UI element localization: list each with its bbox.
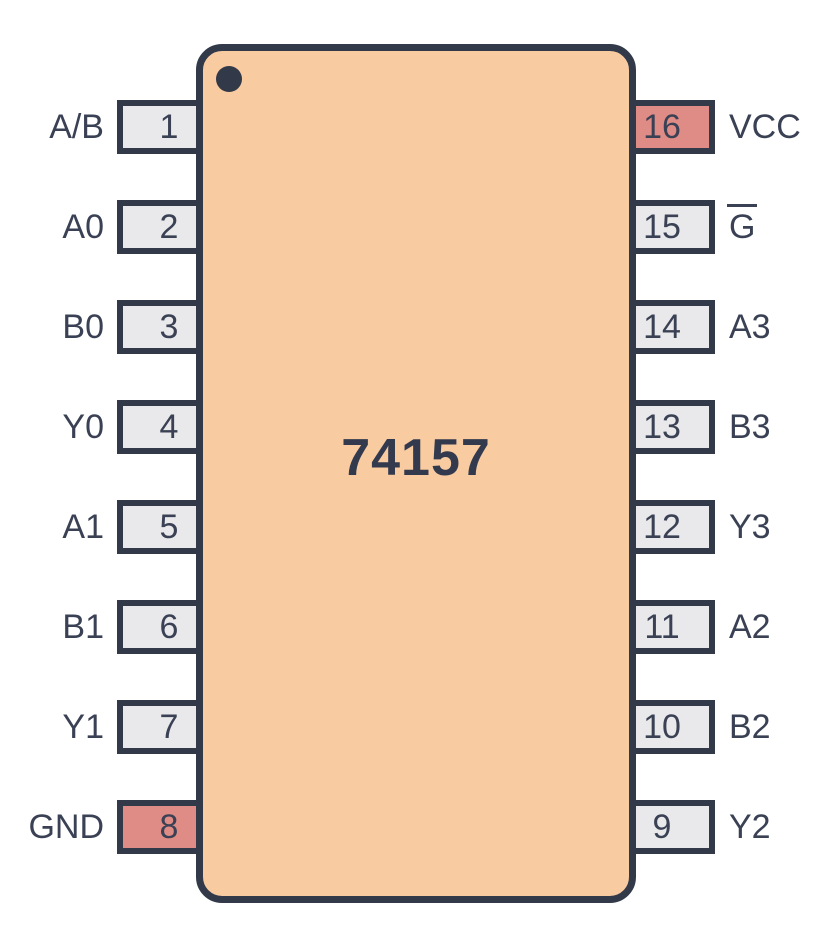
pin-5-label: A1	[62, 507, 104, 546]
pin1-indicator-dot	[216, 66, 242, 92]
pin-13-label: B3	[729, 407, 771, 446]
pin-14-label: A3	[729, 307, 771, 346]
pin-15-row: 15 G	[629, 200, 758, 254]
pin-9-number-box: 9	[629, 800, 715, 854]
pin-6-number-box: 6	[117, 600, 203, 654]
pin-2-number-box: 2	[117, 200, 203, 254]
pin-13-number-box: 13	[629, 400, 715, 454]
pin-5-number-box: 5	[117, 500, 203, 554]
pin-13-row: 13 B3	[629, 400, 771, 454]
pin-15-label: G	[726, 204, 758, 246]
chip-part-number: 74157	[341, 429, 491, 487]
pin-11-label: A2	[729, 607, 771, 646]
pin-9-label: Y2	[729, 807, 771, 846]
pin-3-label: B0	[62, 307, 104, 346]
pin-4-number-box: 4	[117, 400, 203, 454]
pin-15-number-box: 15	[629, 200, 715, 254]
pin-2-row: A0 2	[0, 200, 203, 254]
pin-12-row: 12 Y3	[629, 500, 771, 554]
pin-7-row: Y1 7	[0, 700, 203, 754]
pin-1-label: A/B	[49, 107, 104, 146]
pin-12-number-box: 12	[629, 500, 715, 554]
pin-4-row: Y0 4	[0, 400, 203, 454]
pin-8-row: GND 8	[0, 800, 203, 854]
pin-14-number-box: 14	[629, 300, 715, 354]
pin-2-label: A0	[62, 207, 104, 246]
pin-3-row: B0 3	[0, 300, 203, 354]
pin-9-row: 9 Y2	[629, 800, 771, 854]
pin-6-label: B1	[62, 607, 104, 646]
pin-10-number-box: 10	[629, 700, 715, 754]
pin-10-row: 10 B2	[629, 700, 771, 754]
pin-10-label: B2	[729, 707, 771, 746]
pin-6-row: B1 6	[0, 600, 203, 654]
pin-8-number-box: 8	[117, 800, 203, 854]
pin-7-label: Y1	[62, 707, 104, 746]
pin-8-label: GND	[28, 807, 104, 846]
chip-body	[196, 44, 636, 903]
pin-11-row: 11 A2	[629, 600, 771, 654]
pin-5-row: A1 5	[0, 500, 203, 554]
pin-1-number-box: 1	[117, 100, 203, 154]
pin-16-label: VCC	[729, 107, 801, 146]
pin-4-label: Y0	[62, 407, 104, 446]
pin-3-number-box: 3	[117, 300, 203, 354]
pin-14-row: 14 A3	[629, 300, 771, 354]
pin-1-row: A/B 1	[0, 100, 203, 154]
pin-7-number-box: 7	[117, 700, 203, 754]
pin-12-label: Y3	[729, 507, 771, 546]
pin-11-number-box: 11	[629, 600, 715, 654]
pin-16-number-box: 16	[629, 100, 715, 154]
pin-16-row: 16 VCC	[629, 100, 801, 154]
